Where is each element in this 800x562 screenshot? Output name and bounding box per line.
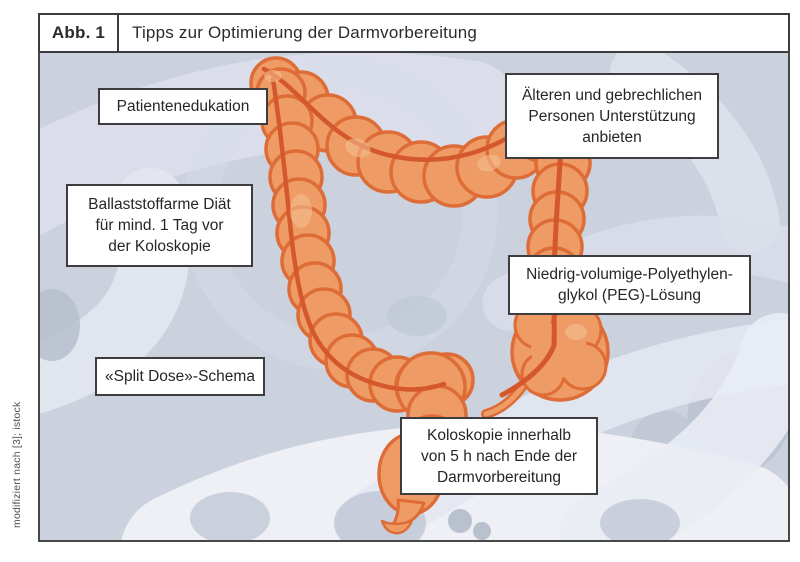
tip-box-elderly-support: Älteren und gebrechlichen Personen Unter… (505, 73, 719, 159)
appendix (481, 382, 527, 419)
tip-box-patient-education: Patientenedukation (98, 88, 268, 125)
figure-header: Abb. 1 Tipps zur Optimierung der Darmvor… (38, 13, 790, 53)
figure-credit: modifiziert nach [3]; istock (11, 401, 23, 528)
figure-label: Abb. 1 (40, 15, 119, 51)
tip-box-colonoscopy-timing: Koloskopie innerhalb von 5 h nach Ende d… (400, 417, 598, 495)
tip-box-split-dose: «Split Dose»-Schema (95, 357, 265, 396)
figure-title: Tipps zur Optimierung der Darmvorbereitu… (132, 23, 478, 42)
tip-box-low-volume-peg: Niedrig-volumige-Polyethylen- glykol (PE… (508, 255, 751, 315)
tip-box-low-fiber-diet: Ballaststoffarme Diät für mind. 1 Tag vo… (66, 184, 253, 267)
